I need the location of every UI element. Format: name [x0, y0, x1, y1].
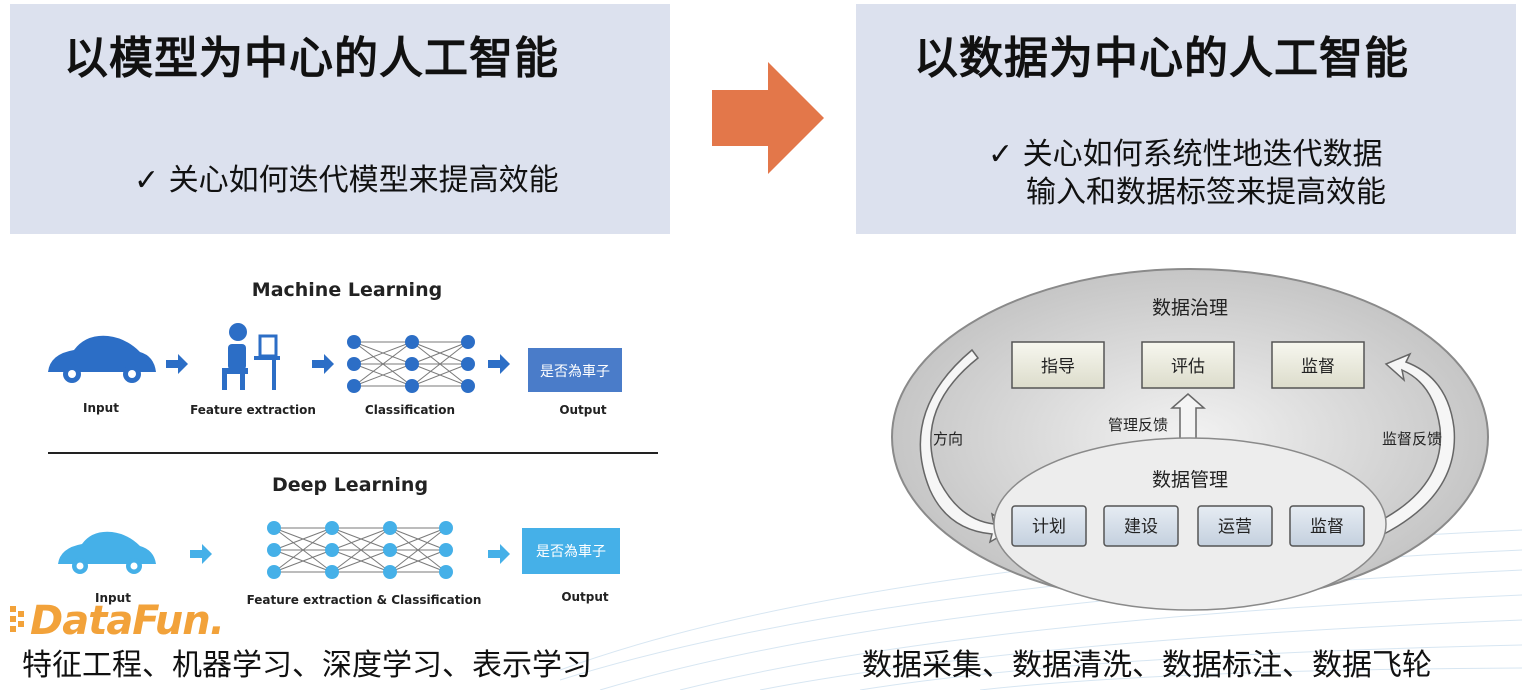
ml-network-icon: [347, 335, 475, 393]
direction-arrow-icon: [919, 348, 1016, 544]
bottom-box-plan: 计划: [1011, 505, 1087, 547]
dl-title: Deep Learning: [272, 474, 428, 496]
model-centric-panel: 以模型为中心的人工智能 ✓ 关心如何迭代模型来提高效能: [10, 4, 670, 234]
data-centric-panel: 以数据为中心的人工智能 ✓ 关心如何系统性地迭代数据 输入和数据标签来提高效能: [856, 4, 1516, 234]
top-box-guide: 指导: [1011, 341, 1105, 389]
supervise-feedback-arrow-icon: [1372, 352, 1456, 538]
ml-label-output: Output: [559, 403, 607, 417]
dl-network-icon: [267, 521, 453, 579]
logo-text: DataFun.: [30, 598, 224, 640]
ml-label-input: Input: [83, 401, 119, 415]
svg-text:评估: 评估: [1171, 357, 1205, 377]
supervise-feedback-label: 监督反馈: [1382, 430, 1442, 448]
panel-title: 以模型为中心的人工智能: [64, 33, 559, 84]
top-box-evaluate: 评估: [1141, 341, 1235, 389]
dl-output-box: [522, 528, 620, 574]
svg-text:监督: 监督: [1310, 517, 1344, 537]
bullet-line-2: 输入和数据标签来提高效能: [1026, 175, 1386, 210]
dl-label-feature-classification: Feature extraction & Classification: [247, 593, 482, 607]
left-caption: 特征工程、机器学习、深度学习、表示学习: [22, 648, 592, 683]
direction-label: 方向: [933, 430, 963, 448]
ml-car-icon: [48, 335, 156, 383]
datafun-logo: DataFun.: [10, 598, 225, 640]
bottom-box-build: 建设: [1103, 505, 1179, 547]
ml-small-arrow-icon: [488, 354, 510, 374]
dl-label-output: Output: [561, 590, 609, 604]
right-arrow-icon: [712, 62, 824, 174]
bullet-line-1: ✓ 关心如何系统性地迭代数据: [988, 137, 1383, 172]
top-box-supervise: 监督: [1271, 341, 1365, 389]
ml-small-arrow-icon: [312, 354, 334, 374]
panel-title: 以数据为中心的人工智能: [914, 33, 1409, 84]
dl-small-arrow-icon: [190, 544, 212, 564]
management-title: 数据管理: [1152, 469, 1228, 491]
dl-output-text: 是否為車子: [536, 543, 606, 560]
bottom-box-operate: 运营: [1197, 505, 1273, 547]
management-ellipse: [993, 437, 1387, 611]
management-feedback-label: 管理反馈: [1108, 416, 1168, 434]
dl-small-arrow-icon: [488, 544, 510, 564]
svg-text:计划: 计划: [1032, 517, 1066, 537]
ml-output-text: 是否為車子: [540, 363, 610, 380]
ml-output-box: [528, 348, 622, 392]
ml-title: Machine Learning: [252, 279, 442, 301]
person-at-desk-icon: [222, 323, 280, 390]
ml-label-feature: Feature extraction: [190, 403, 316, 417]
svg-text:建设: 建设: [1124, 517, 1158, 537]
panel-bullet: ✓ 关心如何系统性地迭代数据 输入和数据标签来提高效能: [988, 136, 1386, 212]
bottom-box-supervise: 监督: [1289, 505, 1365, 547]
svg-text:运营: 运营: [1218, 517, 1252, 537]
data-governance-figure: 数据治理 指导 评估 监督 管理反馈 方向 监督反馈 数据管理 计划 建设 运营…: [891, 268, 1489, 611]
svg-text:监督: 监督: [1301, 357, 1335, 377]
panel-bullet: ✓ 关心如何迭代模型来提高效能: [134, 163, 559, 198]
svg-text:指导: 指导: [1041, 357, 1075, 377]
ml-label-classification: Classification: [365, 403, 455, 417]
ml-small-arrow-icon: [166, 354, 188, 374]
dl-car-icon: [58, 531, 156, 574]
governance-title: 数据治理: [1152, 297, 1228, 319]
ml-dl-figure: Machine Learning Input Feature extractio…: [48, 279, 658, 607]
dl-label-input: Input: [95, 591, 131, 605]
right-caption: 数据采集、数据清洗、数据标注、数据飞轮: [862, 648, 1432, 683]
